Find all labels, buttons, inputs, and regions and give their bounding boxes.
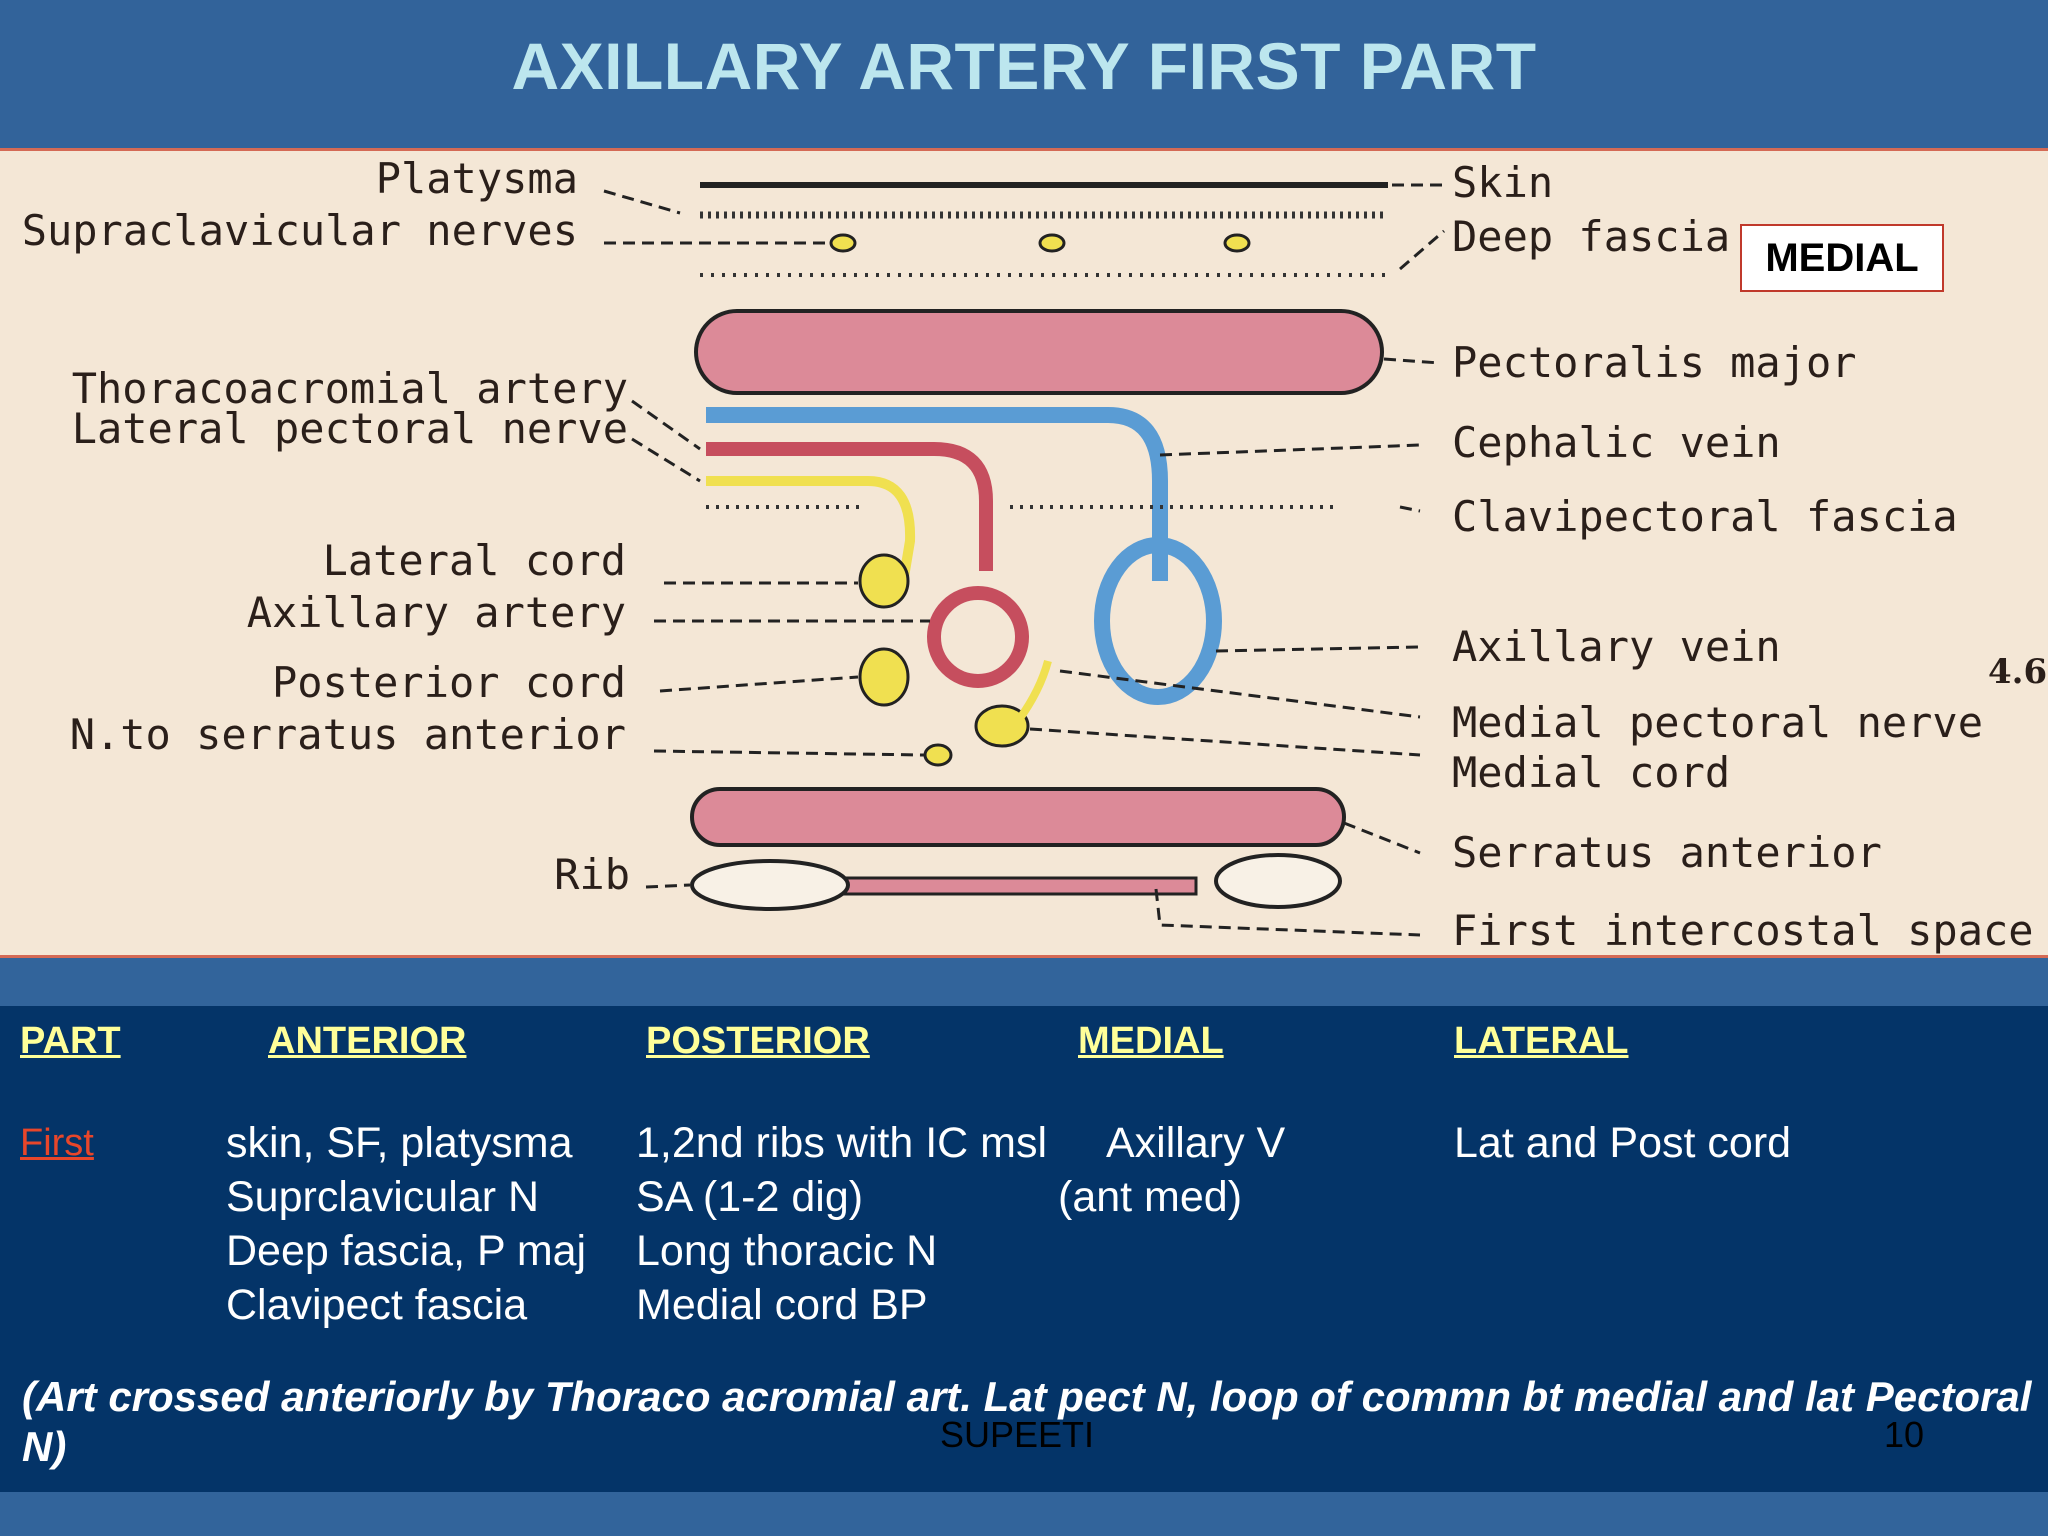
left-leader-lines [603, 189, 930, 889]
label-supraclavicular-nerves: Supraclavicular nerves [22, 206, 578, 255]
pectoralis-major [694, 309, 1384, 395]
label-clavipectoral-fascia: Clavipectoral fascia [1452, 492, 1958, 541]
label-lateral-cord: Lateral cord [323, 536, 626, 585]
supraclavicular-nerve-2 [1038, 233, 1066, 253]
cell-anterior: skin, SF, platysma Suprclavicular N Deep… [226, 1119, 587, 1329]
right-leader-lines [1029, 183, 1445, 937]
footer-page-number: 10 [1884, 1414, 1925, 1455]
serratus-anterior [690, 787, 1346, 847]
label-lateral-pectoral-nerve: Lateral pectoral nerve [72, 404, 628, 453]
cell-medial-line1: Axillary V [1106, 1119, 1286, 1167]
header-lateral: LATERAL [1454, 1020, 1629, 1062]
label-posterior-cord: Posterior cord [272, 658, 626, 707]
part-first-link[interactable]: First [20, 1122, 94, 1164]
supraclavicular-nerve-1 [829, 233, 857, 253]
medial-badge: MEDIAL [1740, 224, 1944, 292]
label-cephalic-vein: Cephalic vein [1452, 418, 1781, 467]
label-serratus-anterior: Serratus anterior [1452, 828, 1882, 877]
intercostal-muscle [840, 876, 1198, 896]
label-rib: Rib [554, 850, 630, 899]
supraclavicular-nerve-3 [1223, 233, 1251, 253]
anatomy-diagram: Platysma Supraclavicular nerves Thoracoa… [22, 154, 2047, 955]
header-part: PART [20, 1020, 121, 1062]
relations-table [0, 1006, 2048, 1492]
figure-number: 4.6 [1988, 652, 2047, 692]
lateral-pectoral-nerve [706, 476, 916, 578]
axillary-vein [1094, 537, 1222, 705]
label-first-intercostal-space: First intercostal space [1452, 906, 2034, 955]
medial-cord [974, 704, 1030, 748]
lateral-cord [858, 553, 910, 609]
footer-author: SUPEETI [940, 1414, 1095, 1455]
label-medial-cord: Medial cord [1452, 748, 1730, 797]
title-bar: AXILLARY ARTERY FIRST PART [0, 0, 2048, 148]
medial-pectoral-nerve [1014, 659, 1052, 724]
label-pectoralis-major: Pectoralis major [1452, 338, 1857, 387]
nerve-to-serratus-anterior [923, 743, 953, 767]
anatomy-figure: Platysma Supraclavicular nerves Thoracoa… [0, 148, 2048, 958]
header-posterior: POSTERIOR [646, 1020, 870, 1062]
label-axillary-vein: Axillary vein [1452, 622, 1781, 671]
posterior-cord [858, 647, 910, 707]
label-nerve-to-serratus-anterior: N.to serratus anterior [70, 710, 626, 759]
header-anterior: ANTERIOR [268, 1020, 467, 1062]
divider-strip [0, 958, 2048, 1006]
axillary-artery [927, 586, 1029, 688]
label-medial-pectoral-nerve: Medial pectoral nerve [1452, 698, 1983, 747]
label-platysma: Platysma [376, 154, 578, 203]
label-skin: Skin [1452, 158, 1553, 207]
thoracoacromial-artery [706, 442, 993, 571]
label-deep-fascia: Deep fascia [1452, 212, 1730, 261]
table-note: (Art crossed anteriorly by Thoraco acrom… [22, 1373, 2032, 1470]
cell-medial-line2: (ant med) [1058, 1173, 1243, 1221]
header-medial: MEDIAL [1078, 1020, 1224, 1062]
slide-title: AXILLARY ARTERY FIRST PART [511, 29, 1537, 103]
label-thoracoacromial-artery: Thoracoacromial artery [72, 364, 628, 413]
cell-posterior: 1,2nd ribs with IC msl SA (1-2 dig) Long… [636, 1119, 1048, 1329]
rib-right [1214, 853, 1342, 909]
rib-left [690, 859, 850, 911]
cell-lateral: Lat and Post cord [1454, 1119, 1792, 1167]
cephalic-vein [706, 407, 1168, 581]
label-axillary-artery: Axillary artery [247, 588, 626, 637]
